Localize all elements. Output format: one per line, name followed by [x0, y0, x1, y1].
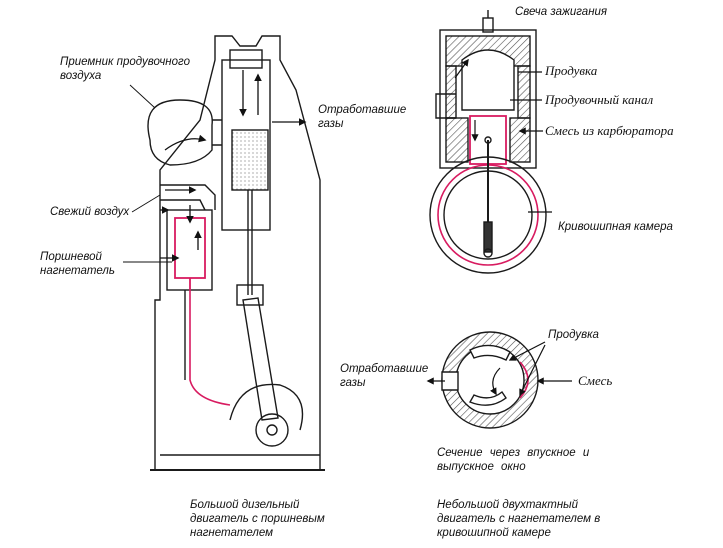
carb-mixture-label: Смесь из карбюратора — [545, 123, 674, 138]
section-arrows — [426, 341, 572, 397]
section-view — [441, 331, 539, 429]
section-exhaust-label: Отработавшие газы — [340, 363, 429, 389]
fresh-air-label: Свежий воздух — [50, 206, 130, 218]
top-engine-arrows — [454, 58, 552, 213]
spark-plug-label: Свеча зажигания — [515, 6, 608, 18]
leader-lines — [123, 84, 172, 263]
small-two-stroke-engine — [429, 10, 547, 274]
right-caption: Небольшой двухтактный двигатель с нагнет… — [437, 499, 601, 539]
left-exhaust-label: Отработавшие газы — [318, 104, 407, 130]
section-mixture-label: Смесь — [578, 373, 613, 388]
large-diesel-engine — [147, 35, 325, 471]
scavenge-channel-label: Продувочный канал — [545, 92, 654, 107]
section-caption: Сечение через впускное и выпускное окно — [437, 447, 590, 473]
left-caption: Большой дизельный двигатель с поршневым … — [190, 499, 325, 539]
section-scavenge-label: Продувка — [548, 329, 599, 341]
left-flow-arrows — [160, 70, 307, 262]
air-receiver-label: Приемник продувочного воздуха — [60, 56, 190, 82]
piston-blower-label: Поршневой нагнетатель — [40, 251, 115, 277]
scavenge-label: Продувка — [545, 63, 598, 78]
crank-chamber-label: Кривошипная камера — [558, 221, 673, 233]
